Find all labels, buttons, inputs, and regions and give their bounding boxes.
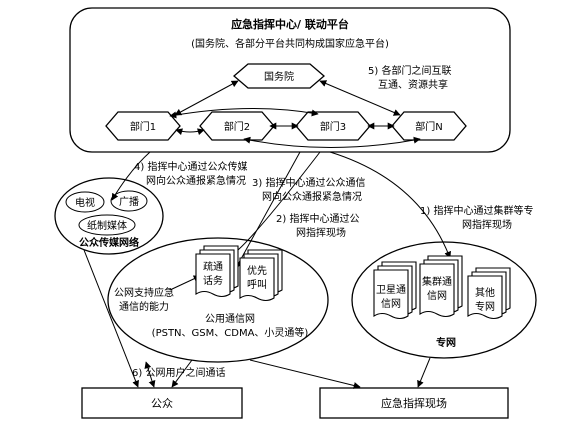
label-3-line1: 3) 指挥中心通过公众通信 — [252, 176, 365, 189]
link-privatenet-scene — [417, 357, 431, 388]
doc2-line1: 优先 — [247, 264, 267, 277]
trunking-line2: 信网 — [427, 290, 447, 302]
public-media-network — [54, 177, 164, 255]
public-box-label: 公众 — [151, 397, 173, 410]
label-2-line1: 2) 指挥中心通过公 — [276, 212, 359, 225]
scene-box — [319, 387, 509, 419]
doc-trunking-network — [419, 255, 463, 318]
media-caption: 公众传媒网络 — [79, 236, 139, 249]
scene-box-label: 应急指挥现场 — [381, 396, 447, 410]
arrow-dept2-deptn — [243, 136, 421, 148]
label-4-line1: 4) 指挥中心通过公众传媒 — [134, 160, 247, 173]
platform-box — [69, 7, 511, 153]
trunking-line1: 集群通 — [422, 275, 452, 288]
label-6: 6) 公网用户之间通话 — [132, 366, 225, 379]
media-tv-label: 电视 — [75, 196, 95, 209]
arrow-council-dept1 — [174, 80, 239, 116]
state-council-label: 国务院 — [264, 70, 294, 83]
department-3-label: 部门3 — [320, 120, 346, 133]
label-4-line2: 网向公众通报紧急情况 — [146, 174, 246, 187]
link-platform-scene-via-public — [237, 151, 321, 251]
doc-priority-call — [239, 249, 283, 302]
media-broadcast — [110, 190, 148, 212]
arrow-dept1-dept2 — [175, 128, 205, 136]
doc2-line2: 呼叫 — [247, 279, 267, 291]
link-media-public — [83, 249, 139, 388]
doc-satellite-network — [373, 261, 417, 320]
media-tv — [65, 191, 105, 213]
public-net-caption-line2: (PSTN、GSM、CDMA、小灵通等) — [152, 326, 309, 339]
private-network — [351, 241, 537, 359]
platform-title: 应急指挥中心/ 联动平台 — [231, 17, 349, 31]
doc-other-private-network — [467, 267, 511, 320]
label-3-line2: 网向公众通报紧急情况 — [262, 190, 362, 203]
link-platform-private-net — [329, 151, 452, 259]
link-publicnet-public — [171, 359, 193, 388]
department-1-label: 部门1 — [130, 120, 156, 133]
media-broadcast-label: 广播 — [119, 195, 139, 208]
arrow-council-deptn — [319, 80, 401, 116]
doc-traffic-relief — [195, 245, 239, 298]
label-1-line2: 网指挥现场 — [462, 218, 512, 231]
media-print-label: 纸制媒体 — [87, 219, 127, 232]
private-net-caption: 专网 — [436, 336, 456, 349]
platform-subtitle: (国务院、各部分平台共同构成国家应急平台) — [191, 37, 389, 50]
link-public-calls — [144, 361, 156, 388]
media-print — [78, 214, 136, 236]
satellite-line1: 卫星通 — [376, 284, 406, 296]
other-line1: 其他 — [475, 286, 495, 299]
doc1-line1: 疏通 — [203, 260, 223, 273]
label-1-line1: 1) 指挥中心通过集群等专 — [420, 204, 533, 217]
capability-arrow — [169, 275, 201, 291]
public-net-caption-line1: 公用通信网 — [205, 313, 255, 325]
link-publicnet-scene — [249, 359, 361, 389]
public-telecom-network — [107, 237, 329, 363]
state-council-node — [233, 63, 325, 89]
other-line2: 专网 — [475, 300, 495, 313]
department-1-node — [105, 111, 181, 141]
link-platform-public-net — [235, 151, 301, 269]
note-5-line2: 互通、资源共享 — [378, 78, 448, 91]
doc1-line2: 话务 — [203, 274, 223, 287]
label-2-line2: 网指挥现场 — [296, 226, 346, 239]
capability-line2: 通信的能力 — [119, 300, 169, 313]
public-box — [81, 387, 243, 419]
capability-line1: 公网支持应急 — [114, 286, 174, 299]
note-5-line1: 5) 各部门之间互联 — [368, 64, 451, 77]
arrow-dept1-dept3 — [169, 107, 319, 119]
department-2-label: 部门2 — [224, 120, 250, 133]
satellite-line2: 信网 — [381, 298, 401, 310]
department-n-label: 部门N — [415, 120, 442, 133]
